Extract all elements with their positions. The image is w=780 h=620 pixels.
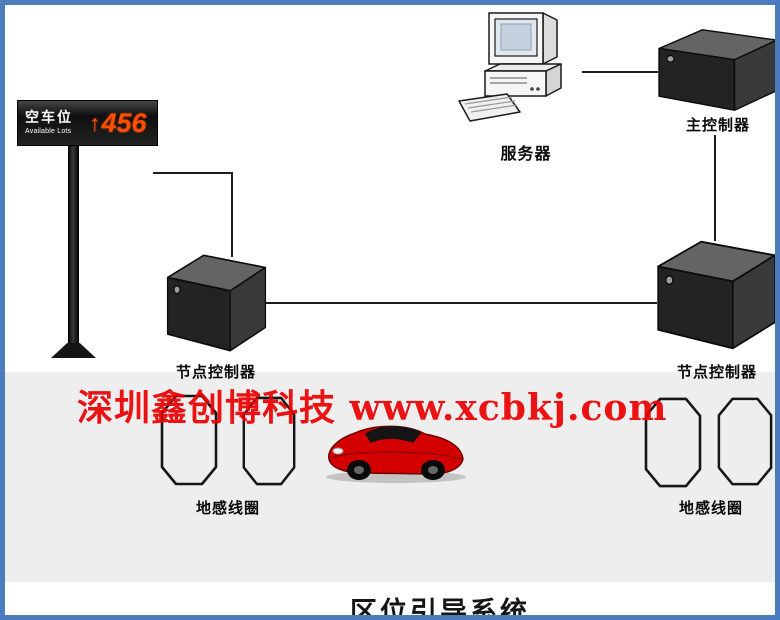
server-computer-icon <box>458 12 562 122</box>
sign-label-cn: 空车位 <box>25 109 73 126</box>
ground-loop-right-label: 地感线圈 <box>678 500 743 517</box>
ground-loop-left-label: 地感线圈 <box>195 500 260 517</box>
node-controller-left-icon <box>166 254 267 352</box>
connector-server-to-main <box>582 71 658 73</box>
node-controller-left-label: 节点控制器 <box>175 364 256 381</box>
sign-base <box>51 343 96 358</box>
sign-count: ↑456 <box>89 108 157 139</box>
main-controller-icon <box>658 29 775 111</box>
connector-sign-to-node-horizontal <box>153 172 233 174</box>
node-controller-right-label: 节点控制器 <box>676 364 757 381</box>
diagram-title: 区位引导系统 <box>350 597 530 620</box>
watermark-text: 深圳鑫创博科技 www.xcbkj.com <box>77 387 668 429</box>
sign-pole <box>68 146 79 344</box>
sign-label-en: Available Lots <box>25 127 72 135</box>
up-arrow-icon: ↑ <box>89 109 101 136</box>
ground-loop-icon <box>717 397 773 486</box>
sign-count-value: 456 <box>101 107 147 138</box>
sign-text-block: 空车位 Available Lots <box>18 110 89 135</box>
background-band <box>5 372 775 582</box>
ground-loop-icon <box>160 394 218 486</box>
ground-loop-icon <box>644 397 702 488</box>
server-label: 服务器 <box>500 146 552 163</box>
connector-sign-to-node-vertical <box>231 172 233 257</box>
connector-node-to-node <box>265 302 657 304</box>
node-controller-right-icon <box>657 240 775 350</box>
connector-main-to-node <box>714 135 716 241</box>
ground-loop-icon <box>242 396 296 486</box>
main-controller-label: 主控制器 <box>685 117 750 134</box>
car-image <box>326 425 466 483</box>
sign-board: 空车位 Available Lots ↑456 <box>17 100 158 146</box>
